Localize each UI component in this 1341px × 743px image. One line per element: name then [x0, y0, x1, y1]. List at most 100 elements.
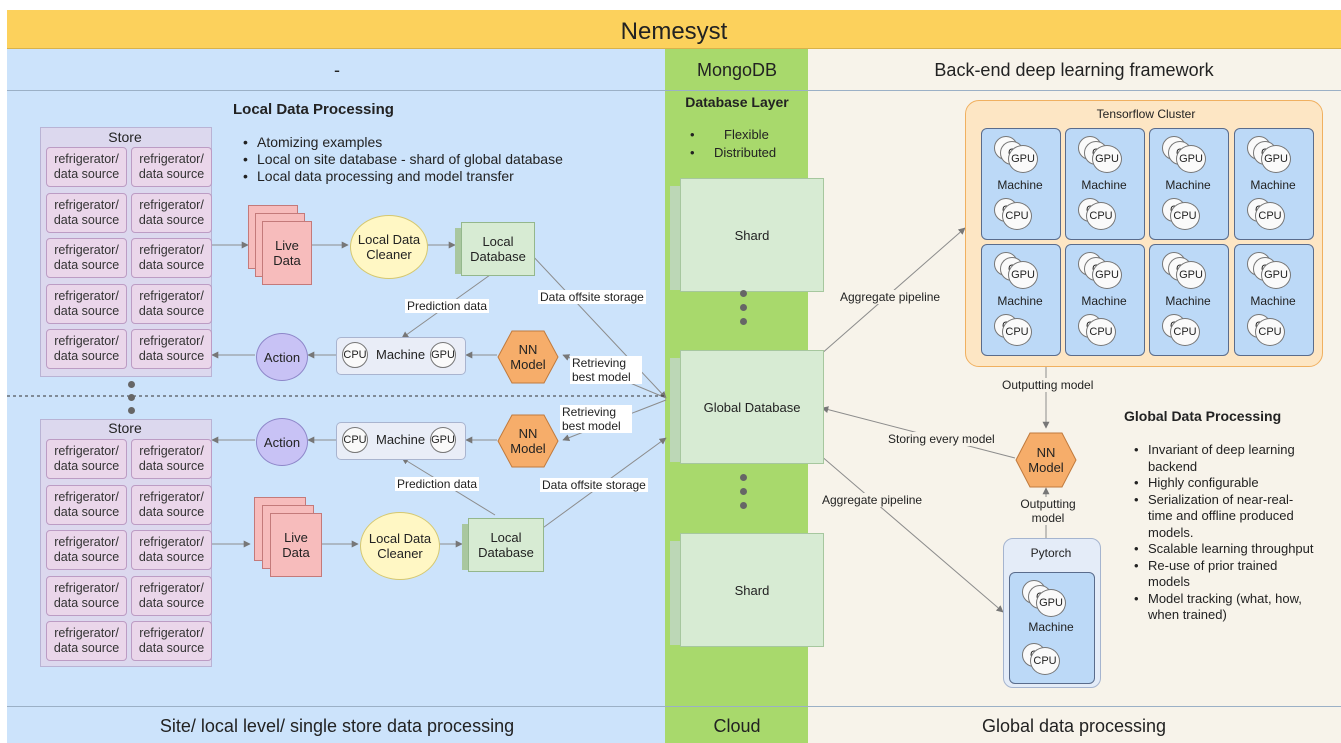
nn-model-global: NN Model — [1015, 432, 1077, 488]
cell-line-1: refrigerator/ — [54, 444, 119, 458]
pytorch-label: Pytorch — [1030, 546, 1072, 560]
live-data-top: Live Data — [248, 205, 312, 287]
cleaner-bottom: Local Data Cleaner — [360, 512, 440, 580]
gpu-icon: GPU — [1008, 145, 1038, 173]
cleaner-top: Local Data Cleaner — [350, 215, 428, 279]
global-bullet: Invariant of deep learning backend — [1134, 442, 1314, 475]
gpu-stack-icon: CCGPU — [1078, 136, 1122, 173]
db-bullet: Flexible — [690, 126, 776, 144]
cpu-stack-icon: CCPU — [994, 198, 1038, 230]
data-source-cell: refrigerator/data source — [131, 484, 212, 525]
cell-line-1: refrigerator/ — [54, 626, 119, 640]
cell-line-1: refrigerator/ — [54, 334, 119, 348]
machine-label: Machine — [376, 432, 426, 447]
shard-label: Shard — [734, 582, 770, 598]
cleaner-label: Local Data Cleaner — [368, 531, 432, 561]
cell-line-2: data source — [53, 212, 120, 227]
cpu-stack-icon: CCPU — [1162, 198, 1206, 230]
prediction-label-bottom: Prediction data — [395, 477, 480, 491]
prediction-label-top: Prediction data — [405, 299, 490, 313]
machine-label: Machine — [1081, 294, 1127, 308]
cell-line-2: data source — [138, 595, 205, 610]
cell-line-1: refrigerator/ — [139, 535, 204, 549]
data-source-cell: refrigerator/data source — [46, 439, 127, 479]
cell-line-1: refrigerator/ — [54, 489, 119, 504]
storing-label: Storing every model — [886, 432, 997, 446]
aggregate-label-bottom: Aggregate pipeline — [820, 493, 925, 507]
data-source-cell: refrigerator/data source — [46, 621, 127, 661]
cell-line-2: data source — [138, 167, 205, 181]
cpu-stack-icon: CCPU — [1162, 314, 1206, 346]
db-bullet: Distributed — [690, 144, 776, 162]
global-bullet: Highly configurable — [1134, 475, 1314, 492]
gpu-icon: GPU — [1261, 261, 1291, 289]
outputting-model-label: Outputting model — [1000, 378, 1096, 392]
gpu-stack-icon: CCGPU — [1247, 252, 1291, 289]
cell-line-2: data source — [53, 258, 120, 272]
db-layer-bullets: Flexible Distributed — [690, 126, 776, 162]
cpu-stack-icon: CCPU — [1247, 314, 1291, 346]
footer-right: Global data processing — [981, 716, 1167, 736]
arrow-localdb-to-global-top — [529, 252, 667, 399]
cpu-stack-icon: CCPU — [1247, 198, 1291, 230]
cpu-icon: CPU — [1002, 202, 1032, 230]
gpu-icon: GPU — [1176, 145, 1206, 173]
cell-line-2: data source — [53, 459, 120, 473]
nn-model-label: NN Model — [1028, 445, 1064, 475]
gpu-stack-icon: CCGPU — [1247, 136, 1291, 173]
header-right: Back-end deep learning framework — [934, 60, 1214, 80]
machine-label: Machine — [997, 294, 1043, 308]
local-db-top: Local Database — [455, 222, 535, 276]
cpu-icon: CPU — [1170, 202, 1200, 230]
cpu-icon: CPU — [342, 342, 368, 368]
cpu-stack-icon: CCPU — [1078, 314, 1122, 346]
cell-line-1: refrigerator/ — [54, 243, 119, 257]
data-source-cell: refrigerator/data source — [131, 238, 212, 278]
machine-label: Machine — [1028, 620, 1074, 634]
offsite-label-top: Data offsite storage — [538, 290, 646, 304]
live-data-label: Live Data — [273, 238, 301, 268]
cell-line-2: data source — [53, 504, 120, 519]
cell-line-2: data source — [53, 303, 120, 318]
gpu-stack-icon: CCGPU — [1162, 136, 1206, 173]
machine-label: Machine — [1250, 178, 1296, 192]
data-source-cell: refrigerator/data source — [46, 575, 127, 616]
cell-line-2: data source — [53, 595, 120, 610]
gpu-stack-icon: CCGPU — [994, 252, 1038, 289]
cell-line-1: refrigerator/ — [139, 288, 204, 303]
cell-line-2: data source — [138, 641, 205, 655]
header-middle: MongoDB — [696, 60, 778, 80]
cell-line-1: refrigerator/ — [139, 152, 204, 166]
cell-line-1: refrigerator/ — [139, 626, 204, 640]
action-label: Action — [263, 434, 301, 450]
data-source-cell: refrigerator/data source — [131, 329, 212, 369]
cpu-icon: CPU — [1255, 202, 1285, 230]
cell-line-2: data source — [138, 459, 205, 473]
global-database: Global Database — [670, 350, 824, 464]
global-bullets: Invariant of deep learning backend Highl… — [1134, 442, 1314, 624]
cleaner-label: Local Data Cleaner — [357, 232, 421, 262]
cpu-icon: CPU — [1030, 647, 1060, 675]
gpu-icon: GPU — [430, 342, 456, 368]
gpu-icon: GPU — [1092, 145, 1122, 173]
data-source-cell: refrigerator/data source — [46, 530, 127, 570]
machine-label: Machine — [1165, 294, 1211, 308]
cpu-icon: CPU — [1170, 318, 1200, 346]
data-source-cell: refrigerator/data source — [46, 484, 127, 525]
shard-top: Shard — [670, 178, 824, 292]
cell-line-2: data source — [138, 550, 205, 564]
data-source-cell: refrigerator/data source — [131, 283, 212, 324]
action-bottom: Action — [256, 418, 308, 466]
header-divider — [7, 90, 1341, 91]
gpu-icon: GPU — [1092, 261, 1122, 289]
data-source-cell: refrigerator/data source — [46, 283, 127, 324]
data-source-cell: refrigerator/data source — [46, 329, 127, 369]
data-source-cell: refrigerator/data source — [46, 238, 127, 278]
cpu-icon: CPU — [1002, 318, 1032, 346]
cell-line-1: refrigerator/ — [54, 288, 119, 303]
action-label: Action — [263, 349, 301, 365]
global-bullet: Re-use of prior trained models — [1134, 558, 1314, 591]
local-bullets: Atomizing examples Local on site databas… — [243, 134, 563, 185]
